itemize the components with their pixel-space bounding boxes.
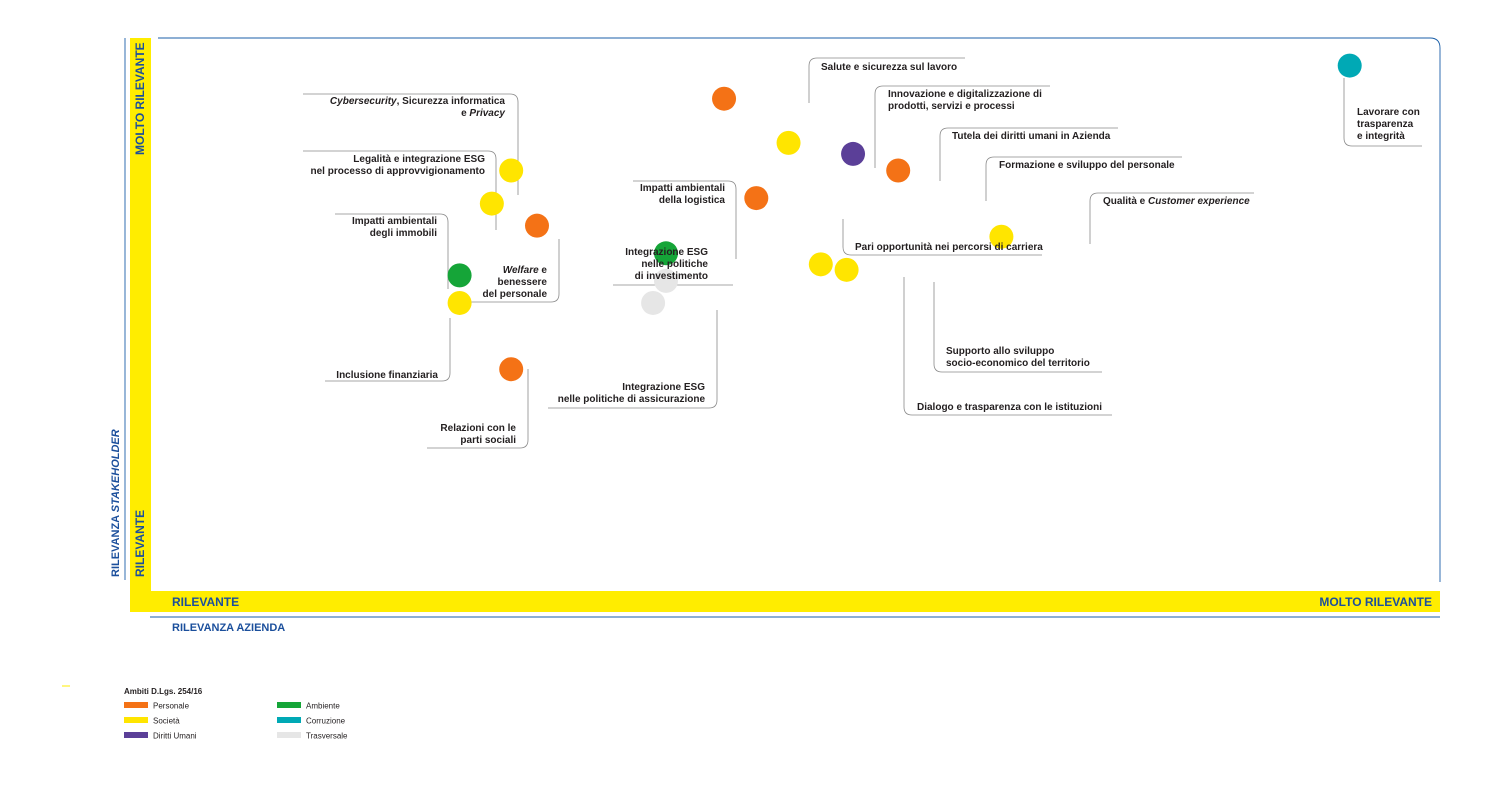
- data-points: [447, 53, 1362, 382]
- legend-swatch-societa: [124, 717, 148, 723]
- legend-label-ambiente: Ambiente: [306, 702, 340, 711]
- leader-line-immobili: [335, 213, 449, 289]
- leader-line-formazione: [985, 156, 1182, 201]
- legend-swatch-diritti_umani: [124, 732, 148, 738]
- leader-line-diritti: [939, 127, 1118, 181]
- point-legalita: [479, 191, 504, 216]
- label-inclusione: Inclusione finanziaria: [336, 370, 438, 381]
- point-cyber: [499, 158, 524, 183]
- point-investimento: [654, 268, 678, 293]
- legend-title: Ambiti D.Lgs. 254/16: [124, 687, 203, 696]
- leader-line-legalita: [303, 150, 497, 230]
- y-axis-band: [130, 38, 151, 612]
- label-legalita: Legalità e integrazione ESG: [353, 154, 485, 165]
- legend-label-corruzione: Corruzione: [306, 717, 346, 726]
- point-salute: [712, 86, 737, 111]
- label-relazioni: Relazioni con le: [440, 423, 516, 434]
- leader-line-supporto: [933, 282, 1102, 373]
- point-relazioni: [499, 357, 524, 382]
- legend-swatch-trasversale: [277, 732, 301, 738]
- label-logistica: Impatti ambientali: [640, 183, 725, 194]
- label-cyber: Cybersecurity, Sicurezza informatica: [330, 96, 506, 107]
- label-assicurazione-1: nelle politiche di assicurazione: [558, 394, 706, 405]
- label-innovazione-1: prodotti, servizi e processi: [888, 101, 1015, 112]
- x-axis-title: RILEVANZA AZIENDA: [172, 622, 285, 634]
- axes: RILEVANTE MOLTO RILEVANTE RILEVANZA AZIEND…: [110, 38, 1440, 634]
- leader-line-dialogo: [903, 277, 1112, 416]
- point-innovazione: [776, 130, 801, 155]
- point-formazione: [886, 158, 911, 183]
- x-axis-band: [130, 591, 1440, 612]
- label-innovazione: Innovazione e digitalizzazione di: [888, 89, 1042, 100]
- label-supporto: Supporto allo sviluppo: [946, 346, 1054, 357]
- label-trasparenza: Lavorare con: [1357, 107, 1420, 118]
- label-immobili-1: degli immobili: [370, 228, 437, 239]
- leader-line-assicurazione: [548, 310, 718, 409]
- legend-label-trasversale: Trasversale: [306, 732, 348, 741]
- point-dialogo: [808, 252, 833, 277]
- label-investimento-2: di investimento: [635, 271, 708, 282]
- legend: Ambiti D.Lgs. 254/16PersonaleSocietàDiri…: [62, 685, 348, 741]
- point-inclusione: [447, 290, 472, 315]
- label-welfare-2: del personale: [483, 289, 548, 300]
- leader-line-trasparenza: [1343, 78, 1422, 147]
- label-trasparenza-2: e integrità: [1357, 131, 1405, 142]
- leader-line-salute: [808, 57, 965, 103]
- point-assicurazione: [641, 290, 666, 315]
- y-axis-high-label: MOLTO RILEVANTE: [133, 42, 147, 155]
- leader-line-pari: [842, 219, 1042, 256]
- legend-label-societa: Società: [153, 717, 180, 726]
- point-trasparenza: [1337, 53, 1362, 78]
- point-welfare: [525, 213, 549, 238]
- legend-swatch-ambiente: [277, 702, 301, 708]
- label-relazioni-1: parti sociali: [460, 435, 516, 446]
- label-immobili: Impatti ambientali: [352, 216, 437, 227]
- leader-line-relazioni: [427, 369, 529, 449]
- label-salute: Salute e sicurezza sul lavoro: [821, 62, 957, 73]
- label-welfare: Welfare e: [503, 265, 548, 276]
- point-qualita: [989, 224, 1014, 249]
- leader-line-inclusione: [325, 318, 451, 382]
- legend-label-personale: Personale: [153, 702, 190, 711]
- plot-border: [158, 37, 1441, 582]
- label-dialogo: Dialogo e trasparenza con le istituzioni: [917, 402, 1102, 413]
- label-trasparenza-1: trasparenza: [1357, 119, 1414, 130]
- point-logistica: [654, 241, 678, 266]
- label-legalita-1: nel processo di approvvigionamento: [311, 166, 485, 177]
- label-investimento-1: nelle politiche: [641, 259, 708, 270]
- y-axis-title: RILEVANZA STAKEHOLDER: [110, 429, 122, 577]
- leader-line-cyber: [303, 93, 519, 195]
- label-formazione: Formazione e sviluppo del personale: [999, 160, 1175, 171]
- label-assicurazione: Integrazione ESG: [622, 382, 705, 393]
- label-investimento: Integrazione ESG: [625, 247, 708, 258]
- legend-swatch-corruzione: [277, 717, 301, 723]
- chart-frame: [124, 37, 1441, 618]
- y-axis-low-label: RILEVANTE: [133, 510, 147, 577]
- label-pari: Pari opportunità nei percorsi di carrier…: [855, 242, 1043, 253]
- leader-line-qualita: [1089, 192, 1254, 244]
- x-axis-high-label: MOLTO RILEVANTE: [1319, 595, 1432, 609]
- label-cyber-1: e Privacy: [461, 108, 505, 119]
- point-diritti: [841, 141, 866, 166]
- label-welfare-1: benessere: [498, 277, 548, 288]
- leader-line-innovazione: [874, 85, 1050, 168]
- legend-swatch-personale: [124, 702, 148, 708]
- label-diritti: Tutela dei diritti umani in Azienda: [952, 131, 1111, 142]
- x-axis-low-label: RILEVANTE: [172, 595, 239, 609]
- point-supporto: [834, 257, 859, 282]
- point-pari: [744, 186, 769, 211]
- label-logistica-1: della logistica: [659, 195, 726, 206]
- leader-line-logistica: [633, 180, 737, 259]
- legend-label-diritti_umani: Diritti Umani: [153, 732, 197, 741]
- leader-line-welfare: [470, 239, 560, 303]
- label-qualita: Qualità e Customer experience: [1103, 196, 1250, 207]
- point-immobili: [447, 263, 472, 288]
- label-supporto-1: socio-economico del territorio: [946, 358, 1090, 369]
